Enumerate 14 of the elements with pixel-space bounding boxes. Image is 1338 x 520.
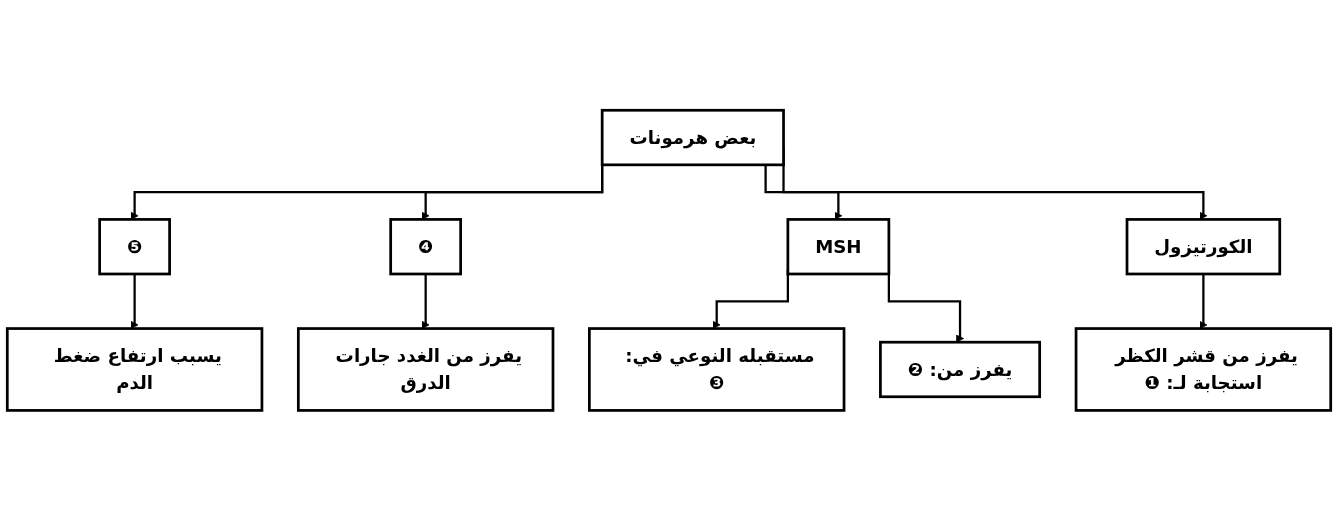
node-box: MSH: [786, 217, 891, 275]
arrow: [130, 273, 139, 329]
node-box: ❹: [389, 217, 462, 275]
node-box: ❺: [98, 217, 171, 275]
arrow: [421, 273, 430, 329]
arrow: [764, 164, 843, 220]
arrow: [1199, 273, 1208, 329]
node-box: يسبب ارتفاع ضغط الدم: [5, 326, 264, 412]
node-box: مستقبله النوعي في: ❸: [588, 326, 846, 412]
node-box: يفرز من: ❷: [879, 340, 1042, 398]
node-box: يفرز من الغدد جارات الدرق: [296, 326, 555, 412]
node-box: يفرز من قشر الكظر استجابة لـ: ❶: [1074, 326, 1333, 412]
node-box: الكورتيزول: [1125, 217, 1282, 275]
node-box: بعض هرمونات: [600, 108, 785, 166]
